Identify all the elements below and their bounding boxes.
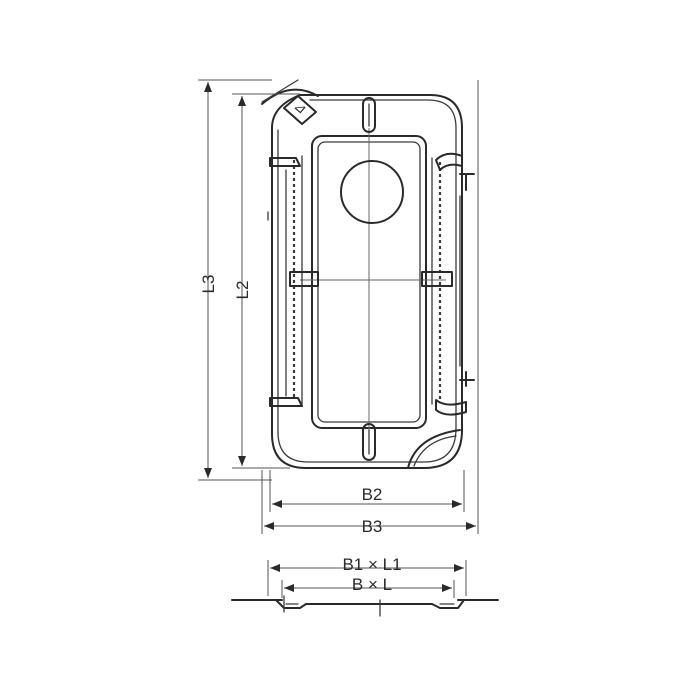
- top-left-swing-detail: ⊿: [261, 79, 319, 125]
- label-b3: B3: [362, 517, 383, 536]
- dimension-b3: B3: [261, 80, 479, 536]
- dimension-b-l: B × L: [281, 575, 455, 598]
- bottom-handle: [362, 423, 376, 461]
- left-hinge-bar: [267, 155, 319, 407]
- dimension-l3: L3: [198, 79, 272, 481]
- label-l3: L3: [199, 275, 218, 294]
- center-lines: [300, 128, 446, 438]
- label-b-l: B × L: [352, 575, 392, 594]
- dimension-b1-l1: B1 × L1: [267, 555, 467, 596]
- door-outer-frame: [271, 94, 463, 469]
- dimension-b2: B2: [269, 470, 465, 512]
- right-latch-bar: [421, 152, 475, 416]
- dimension-l2: L2: [232, 93, 300, 469]
- label-l2: L2: [233, 281, 252, 300]
- label-b1-l1: B1 × L1: [342, 555, 401, 574]
- bottom-right-swing-detail: [407, 429, 461, 469]
- section-profile: [231, 595, 499, 617]
- porthole-window: [340, 160, 404, 224]
- label-b2: B2: [362, 485, 383, 504]
- top-handle: [362, 97, 376, 133]
